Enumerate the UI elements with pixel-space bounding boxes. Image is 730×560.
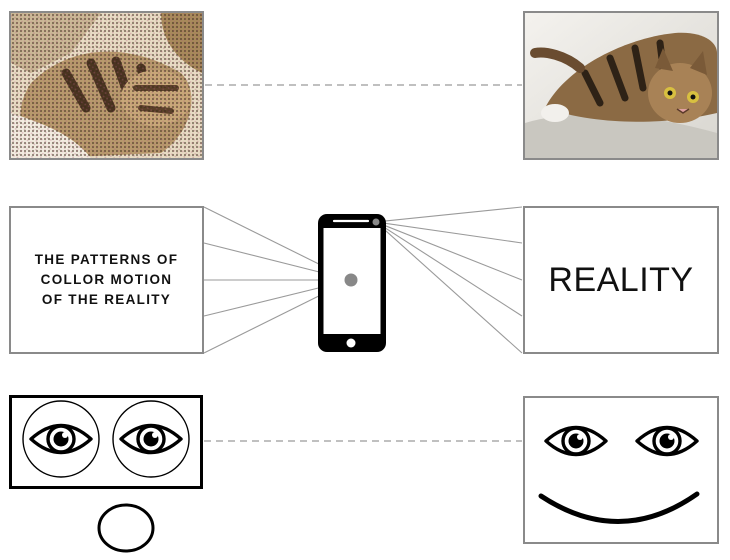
patterns-text-box: THE PATTERNS OF COLLOR MOTION OF THE REA… [9,206,204,354]
patterns-label-line-3: OF THE REALITY [41,292,172,307]
face-right-eye-icon [635,425,699,457]
smile-icon [538,491,700,524]
right-ray-lines [375,206,523,354]
cat-photo-icon [525,13,717,158]
right-eye-icon [112,400,190,478]
patterns-label-line-2: COLLOR MOTION [40,272,173,287]
reality-label: REALITY [548,260,694,299]
smiley-face-box [523,396,719,544]
halftone-cat-photo [9,11,204,160]
cat-photo [523,11,719,160]
eyes-box [9,395,203,489]
left-ray-lines [203,206,352,354]
reality-box: REALITY [523,206,719,354]
left-eye-icon [22,400,100,478]
eye-pair-icon [22,400,190,478]
smiley-face-icon [538,425,700,524]
halftone-cat-icon [11,13,202,158]
patterns-label: THE PATTERNS OF COLLOR MOTION OF THE REA… [35,250,179,310]
face-left-eye-icon [544,425,608,457]
patterns-label-line-1: THE PATTERNS OF [34,252,179,267]
